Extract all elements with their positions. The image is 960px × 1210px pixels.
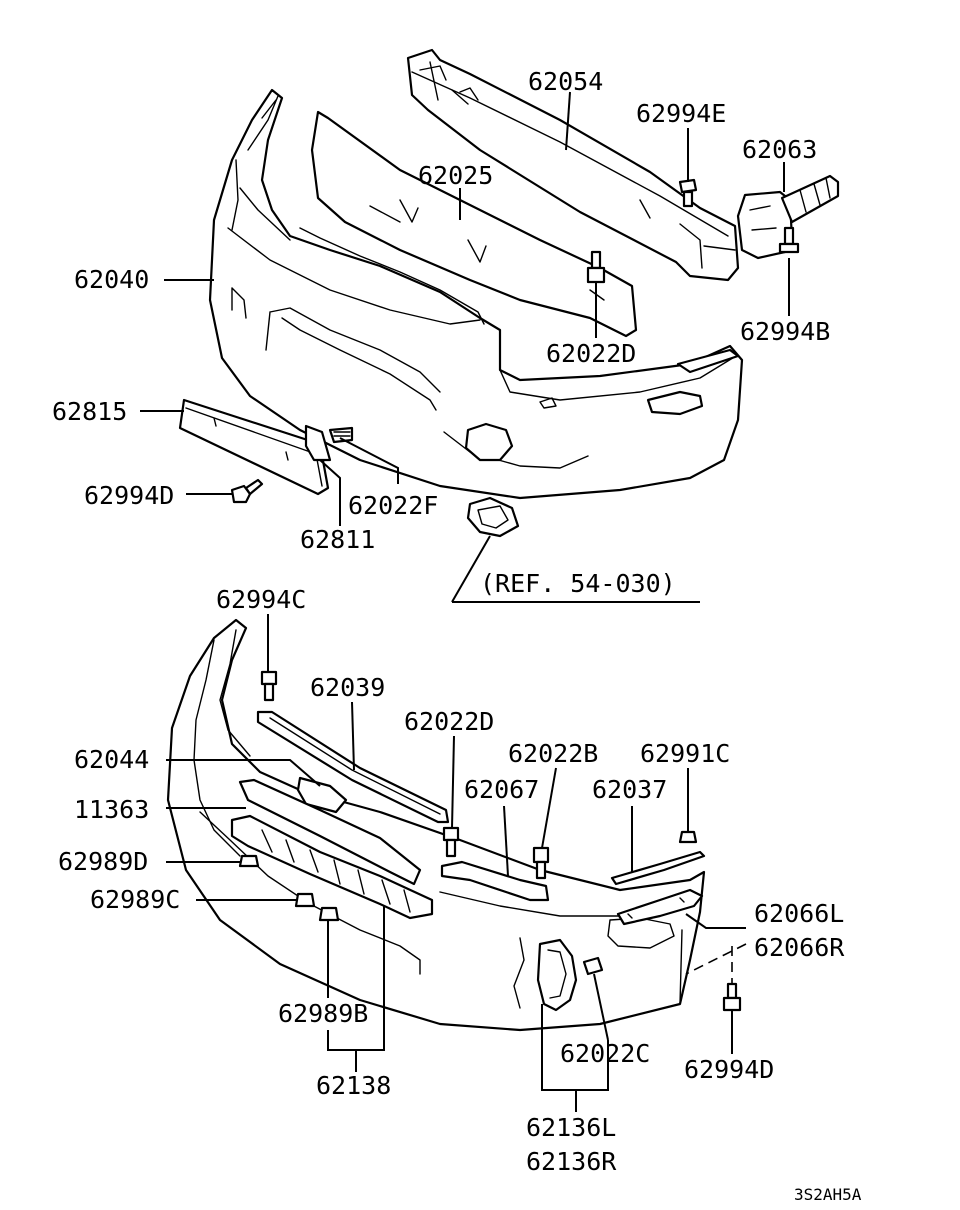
nut-62989c <box>294 892 316 908</box>
label-62067: 62067 <box>464 775 539 804</box>
clip-62022d-top <box>586 250 606 284</box>
nut-62989b <box>318 906 340 922</box>
nut-62991c <box>678 830 698 844</box>
label-62136r: 62136R <box>526 1147 617 1176</box>
label-62054: 62054 <box>528 67 603 96</box>
label-62989d: 62989D <box>58 847 148 876</box>
leader-lines-upper <box>140 91 790 603</box>
fog-lamp-cover-62136 <box>536 938 578 1012</box>
label-62994e: 62994E <box>636 99 726 128</box>
bolt-62994d-left <box>230 478 264 504</box>
strip-62037 <box>610 850 706 886</box>
leader-lines-lower <box>166 614 747 1112</box>
label-62066r: 62066R <box>754 933 845 962</box>
label-62022d-top: 62022D <box>546 339 636 368</box>
bumper-face <box>208 88 744 500</box>
label-62136l: 62136L <box>526 1113 616 1142</box>
license-plate-bracket <box>178 398 330 496</box>
bracket-62044 <box>296 776 348 814</box>
nut-62989d <box>238 854 260 868</box>
bracket-62811 <box>304 424 332 462</box>
label-62037: 62037 <box>592 775 667 804</box>
bumper-reinforcement <box>406 48 740 282</box>
diagram-code: 3S2AH5A <box>794 1185 862 1204</box>
label-62025: 62025 <box>418 161 493 190</box>
label-62066l: 62066L <box>754 899 844 928</box>
fog-lamp-reference <box>466 496 520 538</box>
label-62022c: 62022C <box>560 1039 650 1068</box>
label-62994d-left: 62994D <box>84 481 174 510</box>
bumper-bracket <box>736 174 840 260</box>
clip-62022f <box>328 426 354 444</box>
label-62989b: 62989B <box>278 999 368 1028</box>
clip-62022d-lower <box>442 826 460 858</box>
label-62815: 62815 <box>52 397 127 426</box>
label-62991c: 62991C <box>640 739 730 768</box>
clip-62022b <box>532 846 550 880</box>
bolt-62994c <box>260 670 278 702</box>
bolt-62994b <box>778 226 800 254</box>
lower-grille-62138 <box>230 814 434 920</box>
bolt-62994e <box>678 178 698 208</box>
label-11363: 11363 <box>74 795 149 824</box>
label-62022b: 62022B <box>508 739 598 768</box>
clip-62022c <box>582 956 604 976</box>
energy-absorber <box>310 110 638 338</box>
bracket-62066 <box>616 888 704 926</box>
label-62989c: 62989C <box>90 885 180 914</box>
label-62811: 62811 <box>300 525 375 554</box>
label-62994b: 62994B <box>740 317 830 346</box>
label-62039: 62039 <box>310 673 385 702</box>
label-62022d-lower: 62022D <box>404 707 494 736</box>
bracket-62067 <box>440 860 550 902</box>
label-62994d-right: 62994D <box>684 1055 774 1084</box>
label-62994c: 62994C <box>216 585 306 614</box>
label-62138: 62138 <box>316 1071 391 1100</box>
label-62022f: 62022F <box>348 491 438 520</box>
label-62063: 62063 <box>742 135 817 164</box>
label-62044: 62044 <box>74 745 149 774</box>
shield-11363 <box>238 778 422 886</box>
label-62040: 62040 <box>74 265 149 294</box>
label-reference: (REF. 54-030) <box>480 569 676 598</box>
bolt-62994d-right <box>722 982 742 1012</box>
